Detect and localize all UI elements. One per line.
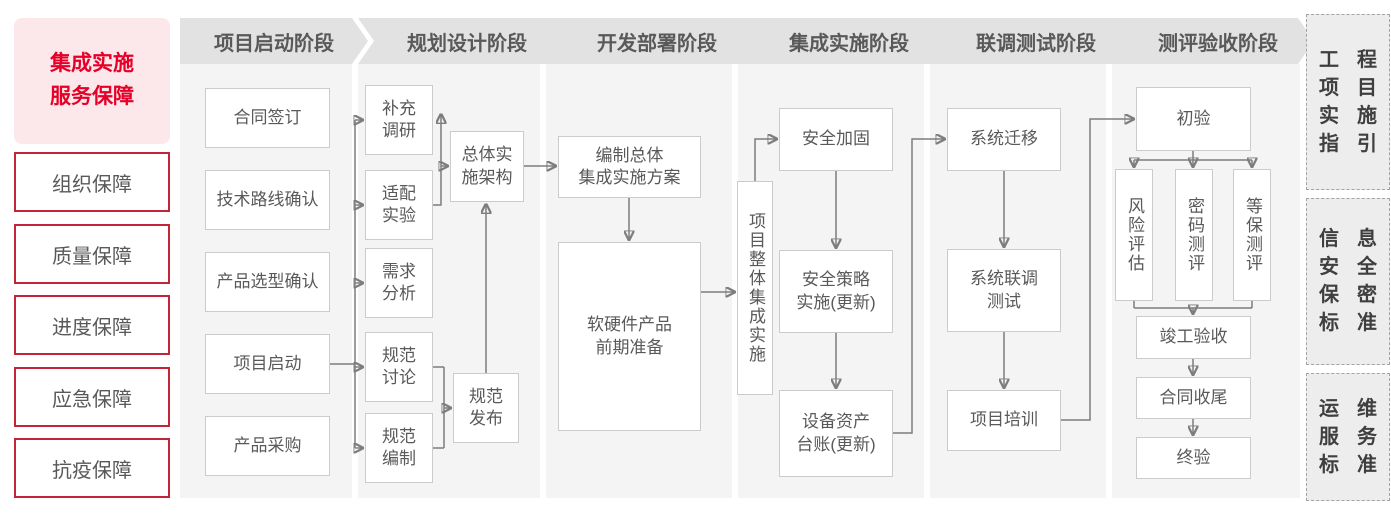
sidebar-item-emergency: 应急保障 bbox=[14, 367, 170, 427]
box-security-policy-impl: 安全策略 实施(更新) bbox=[779, 250, 893, 333]
panel-line: 标准 bbox=[1319, 453, 1377, 476]
panel-om-service-standard: 运维 服务 标准 bbox=[1306, 373, 1390, 501]
box-crypto-evaluation: 密码测评 bbox=[1175, 169, 1213, 301]
box-tech-route-confirm: 技术路线确认 bbox=[205, 170, 330, 230]
box-spec-discussion: 规范 讨论 bbox=[365, 332, 433, 402]
panel-line: 安全 bbox=[1319, 256, 1377, 278]
box-initial-acceptance: 初验 bbox=[1136, 87, 1251, 151]
box-spec-release: 规范 发布 bbox=[453, 373, 519, 443]
box-contract-signing: 合同签订 bbox=[205, 88, 330, 148]
box-system-joint-test: 系统联调 测试 bbox=[947, 249, 1061, 332]
box-mlps-evaluation: 等保测评 bbox=[1233, 169, 1271, 301]
box-final-acceptance: 终验 bbox=[1136, 437, 1251, 479]
box-adaptation-experiment: 适配 实验 bbox=[365, 170, 433, 240]
box-project-training: 项目培训 bbox=[947, 390, 1061, 451]
box-product-procurement: 产品采购 bbox=[205, 416, 330, 476]
box-overall-integration-plan: 编制总体 集成实施方案 bbox=[558, 136, 701, 198]
sidebar-item-quality: 质量保障 bbox=[14, 224, 170, 284]
box-risk-assessment: 风险评估 bbox=[1115, 169, 1153, 301]
box-security-hardening: 安全加固 bbox=[779, 108, 893, 171]
box-completion-acceptance: 竣工验收 bbox=[1136, 316, 1251, 359]
sidebar-title-line1: 集成实施 bbox=[50, 52, 134, 76]
panel-engineering-project-guide: 工程 项目 实施 指引 bbox=[1306, 14, 1390, 190]
phase-header-project-kickoff: 项目启动阶段 bbox=[180, 18, 368, 64]
panel-line: 运维 bbox=[1319, 397, 1377, 420]
box-project-kickoff: 项目启动 bbox=[205, 334, 330, 394]
sidebar-item-organization: 组织保障 bbox=[14, 152, 170, 212]
box-asset-ledger-update: 设备资产 台账(更新) bbox=[779, 390, 893, 477]
sidebar-item-epidemic: 抗疫保障 bbox=[14, 438, 170, 498]
panel-line: 指引 bbox=[1319, 132, 1377, 155]
sidebar-title: 集成实施 服务保障 bbox=[14, 18, 170, 144]
box-hw-sw-preparation: 软硬件产品 前期准备 bbox=[558, 242, 701, 431]
phase-header-joint-test: 联调测试阶段 bbox=[930, 18, 1132, 64]
panel-line: 保密 bbox=[1319, 284, 1377, 306]
panel-line: 标准 bbox=[1319, 312, 1377, 334]
box-contract-closure: 合同收尾 bbox=[1136, 377, 1251, 419]
panel-line: 信息 bbox=[1319, 228, 1377, 250]
box-project-overall-integration: 项目整体集成实施 bbox=[737, 181, 773, 395]
phase-header-eval-acceptance: 测评验收阶段 bbox=[1112, 18, 1314, 64]
box-product-selection-confirm: 产品选型确认 bbox=[205, 252, 330, 312]
phase-header-integration-impl: 集成实施阶段 bbox=[738, 18, 950, 64]
panel-line: 服务 bbox=[1319, 425, 1377, 448]
phase-header-dev-deploy: 开发部署阶段 bbox=[546, 18, 758, 64]
box-supplementary-research: 补充 调研 bbox=[365, 85, 433, 155]
box-spec-compilation: 规范 编制 bbox=[365, 413, 433, 483]
panel-line: 实施 bbox=[1319, 104, 1377, 127]
box-system-migration: 系统迁移 bbox=[947, 108, 1061, 171]
panel-line: 项目 bbox=[1319, 76, 1377, 99]
box-requirement-analysis: 需求 分析 bbox=[365, 248, 433, 318]
box-overall-impl-architecture: 总体实 施架构 bbox=[450, 131, 524, 202]
sidebar-item-schedule: 进度保障 bbox=[14, 295, 170, 355]
panel-line: 工程 bbox=[1319, 48, 1377, 71]
panel-infosec-confidentiality-standard: 信息 安全 保密 标准 bbox=[1306, 198, 1390, 365]
sidebar-title-line2: 服务保障 bbox=[50, 85, 134, 108]
phase-header-planning-design: 规划设计阶段 bbox=[358, 18, 566, 64]
